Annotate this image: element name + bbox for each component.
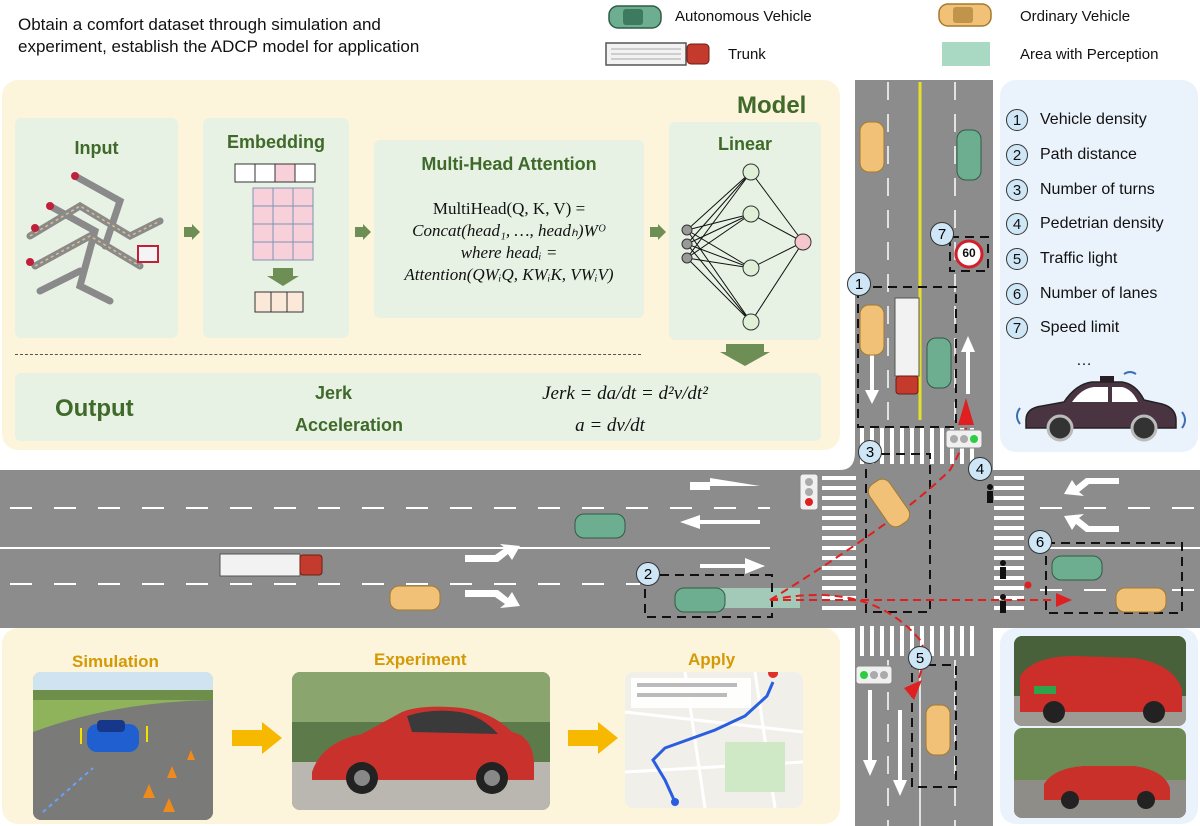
factor-item: 3 Number of turns [1006, 177, 1155, 203]
road-network-icon [26, 172, 164, 305]
factor-item: 4 Pedetrian density [1006, 211, 1164, 237]
formula-line3: where headᵢ = [460, 243, 558, 262]
header-title-line2: experiment, establish the ADCP model for… [18, 37, 420, 56]
header-title: Obtain a comfort dataset through simulat… [18, 14, 419, 58]
attention-title: Multi-Head Attention [421, 154, 597, 174]
legend-ordinary-label: Ordinary Vehicle [1020, 8, 1131, 25]
arrow-sim-exp [232, 722, 282, 754]
header-title-line1: Obtain a comfort dataset through simulat… [18, 15, 381, 34]
experiment-image [292, 672, 550, 810]
legend-autonomous-label: Autonomous Vehicle [675, 8, 812, 25]
map-marker: 2 [636, 562, 660, 586]
factor-item: 7 Speed limit [1006, 315, 1119, 341]
legend-perception-swatch [942, 42, 990, 66]
formula-line1: MultiHead(Q, K, V) = [432, 199, 586, 218]
factor-item: 6 Number of lanes [1006, 281, 1157, 307]
embedding-title: Embedding [227, 132, 325, 152]
factor-number: 7 [1006, 317, 1028, 339]
factor-number: 1 [1006, 109, 1028, 131]
factor-label: Traffic light [1040, 250, 1118, 267]
model-title: Model [737, 92, 807, 119]
linear-title: Linear [717, 134, 773, 154]
apply-title: Apply [688, 650, 736, 669]
factor-label: Vehicle density [1040, 111, 1147, 128]
output-accel-formula: a = dv/dt [575, 415, 645, 436]
factor-item: 5 Traffic light [1006, 246, 1117, 272]
input-title: Input [74, 138, 119, 158]
experiment-title: Experiment [374, 650, 467, 669]
arrow-linear-output [720, 344, 770, 366]
formula-line2: Concat(head₁, …, headₕ)Wᴼ [412, 221, 606, 240]
roadtest-photo-top [1014, 636, 1186, 726]
factor-label: Number of turns [1040, 181, 1155, 198]
factor-label: Speed limit [1040, 319, 1120, 336]
map-marker: 1 [847, 272, 871, 296]
output-accel-label: Acceleration [295, 415, 404, 435]
arrow-input-embedding [184, 224, 200, 240]
roadtest-photo-bottom [1014, 728, 1186, 818]
factor-item: 2 Path distance [1006, 142, 1137, 168]
neural-network-icon [681, 163, 812, 331]
linear-box: Linear [669, 122, 821, 340]
attention-formula: MultiHead(Q, K, V) = Concat(head₁, …, he… [374, 198, 644, 286]
arrow-exp-apply [568, 722, 618, 754]
factors-ellipsis: … [1076, 352, 1092, 369]
factor-number: 2 [1006, 144, 1028, 166]
factor-number: 3 [1006, 179, 1028, 201]
legend-perception-label: Area with Perception [1020, 46, 1159, 63]
model-divider [15, 354, 641, 355]
factor-number: 4 [1006, 213, 1028, 235]
arrow-embedding-attention [355, 224, 371, 240]
simulation-image [33, 672, 213, 820]
map-marker: 3 [858, 440, 882, 464]
output-jerk-formula: Jerk = da/dt = d²v/dt² [542, 383, 708, 404]
legend-ordinary-car-icon [938, 3, 992, 27]
sensing-car-icon [1016, 371, 1186, 442]
legend-trunk-icon [605, 42, 710, 66]
factor-number: 6 [1006, 283, 1028, 305]
map-marker: 4 [968, 457, 992, 481]
factor-label: Path distance [1040, 146, 1137, 163]
factor-number: 5 [1006, 248, 1028, 270]
simulation-title: Simulation [72, 652, 159, 671]
apply-map-image [625, 672, 803, 808]
map-marker: 5 [908, 646, 932, 670]
factor-label: Pedetrian density [1040, 215, 1164, 232]
speed-limit-sign: 60 [962, 246, 976, 260]
output-title: Output [55, 395, 134, 422]
attention-box: Multi-Head Attention MultiHead(Q, K, V) … [374, 140, 644, 318]
input-box: Input [15, 118, 178, 338]
embedding-box: Embedding [203, 118, 349, 338]
embedding-matrix-icon [234, 163, 316, 313]
legend-autonomous-car-icon [608, 5, 662, 29]
output-jerk-label: Jerk [315, 383, 353, 403]
legend-trunk-label: Trunk [728, 46, 766, 63]
formula-line4: Attention(QWᵢQ, KWᵢK, VWᵢV) [404, 265, 614, 284]
factor-label: Number of lanes [1040, 285, 1158, 302]
map-marker: 6 [1028, 530, 1052, 554]
arrow-attention-linear [650, 224, 666, 240]
factor-item: 1 Vehicle density [1006, 107, 1147, 133]
output-box: Output Jerk Acceleration Jerk = da/dt = … [15, 373, 821, 441]
map-marker: 7 [930, 222, 954, 246]
